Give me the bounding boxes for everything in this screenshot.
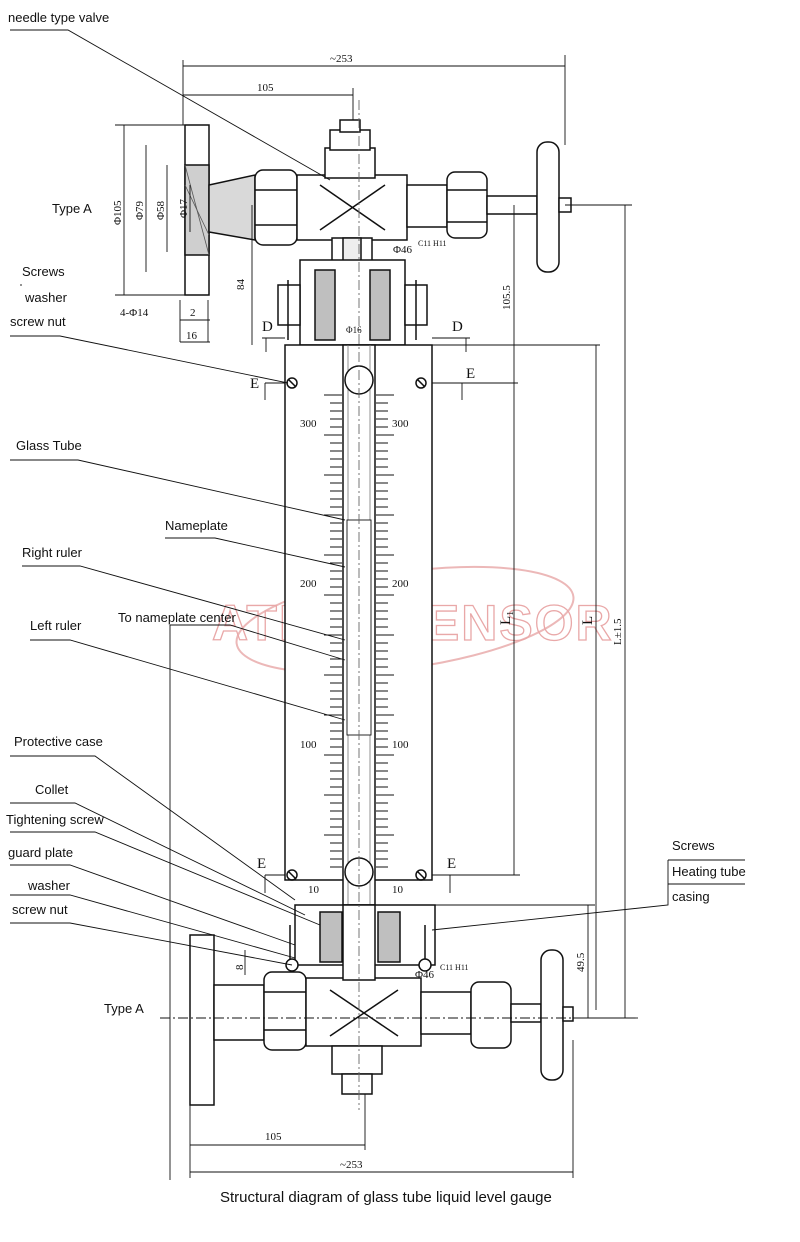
- section-marks: D D E E E E: [250, 319, 475, 872]
- section-d-right: D: [452, 319, 463, 335]
- section-e-top-left: E: [250, 376, 259, 392]
- label-type-a-bottom: Type A: [104, 1001, 144, 1016]
- right-scale-10: 10: [392, 884, 404, 896]
- section-d-left: D: [262, 319, 273, 335]
- left-scale-200: 200: [300, 578, 317, 590]
- right-scale-200: 200: [392, 578, 409, 590]
- dim-flange-rf: Φ58: [155, 200, 167, 220]
- dim-105-5: 105.5: [501, 285, 513, 310]
- label-tightening-screw: Tightening screw: [6, 812, 104, 827]
- figure-caption: Structural diagram of glass tube liquid …: [220, 1189, 552, 1206]
- dim-tol-bottom: C11 H11: [440, 963, 469, 972]
- label-screws-right: Screws: [672, 838, 715, 853]
- label-guard-plate: guard plate: [8, 845, 73, 860]
- dim-half-bottom: 105: [265, 1131, 282, 1143]
- dim-8: 8: [234, 964, 246, 970]
- label-washer-top: washer: [24, 290, 68, 305]
- dim-49-5: 49.5: [575, 952, 587, 972]
- dim-dia-16: Φ16: [346, 325, 362, 335]
- dim-gap-2: 2: [190, 307, 196, 319]
- label-heating-tube: Heating tube: [672, 864, 746, 879]
- right-ruler-scale: 300 200 100 10: [392, 418, 409, 896]
- dim-half-top: 105: [257, 82, 274, 94]
- dim-width-top: ~253: [330, 53, 353, 65]
- left-scale-300: 300: [300, 418, 317, 430]
- label-screws-top: Screws: [22, 264, 65, 279]
- dim-bolt-holes: 4-Φ14: [120, 307, 149, 319]
- dim-width-bottom: ~253: [340, 1159, 363, 1171]
- section-e-bottom-left: E: [257, 856, 266, 872]
- dim-pipe-top: Φ46: [393, 244, 413, 256]
- dim-bore: Φ17: [178, 198, 190, 218]
- section-e-bottom-right: E: [447, 856, 456, 872]
- dim-thick-16: 16: [186, 330, 198, 342]
- dim-l-total: L±1.5: [612, 618, 624, 645]
- right-scale-100: 100: [392, 739, 409, 751]
- label-protective-case: Protective case: [14, 734, 103, 749]
- dimension-labels: ~253 105 Φ105 Φ79 Φ58 Φ17 84 4-Φ14 2 16 …: [112, 53, 624, 1171]
- label-glass-tube: Glass Tube: [16, 438, 82, 453]
- dimension-lines: [115, 55, 640, 1178]
- dim-l: L: [580, 616, 596, 625]
- dim-84: 84: [235, 279, 247, 291]
- label-to-nameplate-center: To nameplate center: [118, 610, 236, 625]
- label-left-ruler: Left ruler: [30, 618, 82, 633]
- label-type-a-top: Type A: [52, 201, 92, 216]
- right-scale-300: 300: [392, 418, 409, 430]
- dim-l1: L₁: [498, 611, 514, 625]
- label-washer-bottom: washer: [27, 878, 71, 893]
- dim-tol-top: C11 H11: [418, 239, 447, 248]
- top-valve-assembly: [184, 119, 572, 346]
- bottom-valve-assembly: [189, 904, 574, 1106]
- leader-lines: [10, 29, 745, 1180]
- callout-labels: needle type valve Type A Screws washer s…: [6, 10, 746, 1016]
- dim-flange-pcd: Φ79: [134, 200, 146, 220]
- label-screw-nut-top: screw nut: [10, 314, 66, 329]
- left-scale-100: 100: [300, 739, 317, 751]
- dim-pipe-bottom: Φ46: [415, 969, 435, 981]
- dim-flange-od: Φ105: [112, 200, 124, 225]
- label-collet: Collet: [35, 782, 69, 797]
- section-e-top-right: E: [466, 366, 475, 382]
- label-nameplate: Nameplate: [165, 518, 228, 533]
- ruler-ticks: [324, 394, 394, 868]
- label-needle-valve: needle type valve: [8, 10, 109, 25]
- left-ruler-scale: 300 200 100 10: [300, 418, 320, 896]
- left-scale-10: 10: [308, 884, 320, 896]
- label-casing: casing: [672, 889, 710, 904]
- label-screw-nut-bottom: screw nut: [12, 902, 68, 917]
- label-right-ruler: Right ruler: [22, 545, 83, 560]
